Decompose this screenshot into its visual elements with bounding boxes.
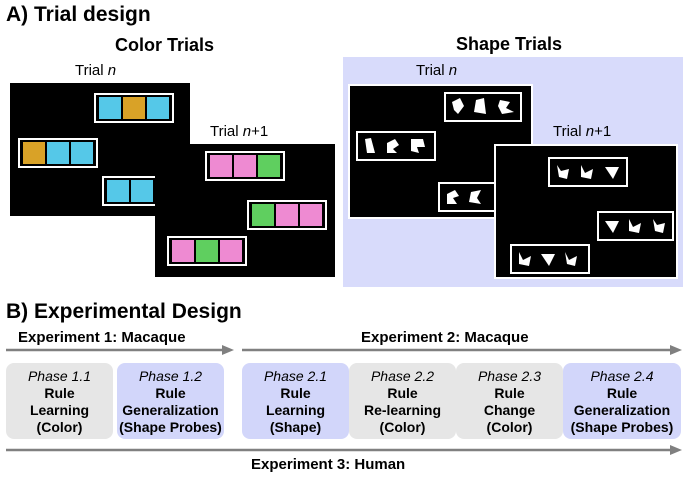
shape-icons [604,219,665,233]
shape-stimulus [356,131,436,161]
shape-stimulus [510,244,590,274]
phase-line-1: Rule [44,385,75,401]
color-trial-n1-label: Trial n+1 [210,123,269,140]
shape-icons [452,98,514,114]
color-stimulus [247,200,327,230]
phase-line-1: Rule [280,385,311,401]
phase-line-3: (Shape Probes) [570,419,674,435]
phase-2-4-box: Phase 2.4 Rule Generalization (Shape Pro… [563,363,681,439]
phase-2-2-box: Phase 2.2 Rule Re-learning (Color) [349,363,456,439]
phase-line-3: (Shape) [269,419,322,435]
shape-icons [557,165,619,179]
phase-line-1: Rule [155,385,186,401]
shape-stimulus [444,92,522,122]
phase-line-3: (Color) [486,419,533,435]
phase-line-2: Change [483,402,536,418]
shape-icons [519,252,577,266]
phase-id: Phase 2.3 [477,368,542,384]
experiment-3-label: Experiment 3: Human [251,456,406,473]
color-stimulus [167,236,247,266]
shape-trial-n-screen [348,84,533,219]
phase-line-1: Rule [606,385,638,401]
experiment-1-label: Experiment 1: Macaque [18,329,186,346]
phase-1-1-box: Phase 1.1 Rule Learning (Color) [6,363,113,439]
shape-trial-n-label: Trial n [416,62,458,79]
phase-line-3: (Shape Probes) [119,419,222,435]
phase-line-1: Rule [494,385,525,401]
phase-line-2: Generalization [573,402,671,418]
experiment-1-arrow-head [222,345,234,355]
phase-line-2: Generalization [122,402,219,418]
phase-line-3: (Color) [36,419,83,435]
phase-id: Phase 1.1 [27,368,92,384]
color-stimulus [94,93,174,123]
color-trials-title: Color Trials [115,35,215,55]
shape-trials-title: Shape Trials [456,34,563,54]
phase-1-2-box: Phase 1.2 Rule Generalization (Shape Pro… [117,363,224,439]
experiment-3-arrow-head [670,445,682,455]
shape-stimulus [597,211,674,241]
phase-line-3: (Color) [379,419,426,435]
shape-icons [365,138,425,153]
color-trial-n1-screen [155,144,335,277]
experiment-2-arrow-head [670,345,682,355]
phase-id: Phase 2.2 [370,368,435,384]
phase-id: Phase 2.4 [590,368,654,384]
shape-stimulus [548,157,628,187]
color-stimulus [18,138,98,168]
phase-line-2: Learning [29,402,90,418]
phase-2-3-box: Phase 2.3 Rule Change (Color) [456,363,563,439]
phase-line-1: Rule [387,385,418,401]
experiment-2-label: Experiment 2: Macaque [361,329,529,346]
phase-id: Phase 2.1 [263,368,328,384]
phase-2-1-box: Phase 2.1 Rule Learning (Shape) [242,363,349,439]
shape-trial-n1-label: Trial n+1 [553,123,612,140]
color-stimulus [205,151,285,181]
panel-b-title: B) Experimental Design [6,300,242,323]
color-trial-n-label: Trial n [75,62,117,79]
phase-id: Phase 1.2 [138,368,203,384]
shape-trial-n1-screen [494,144,678,279]
panel-a-title: A) Trial design [6,3,151,26]
phase-line-2: Re-learning [363,402,441,418]
phase-line-2: Learning [265,402,326,418]
